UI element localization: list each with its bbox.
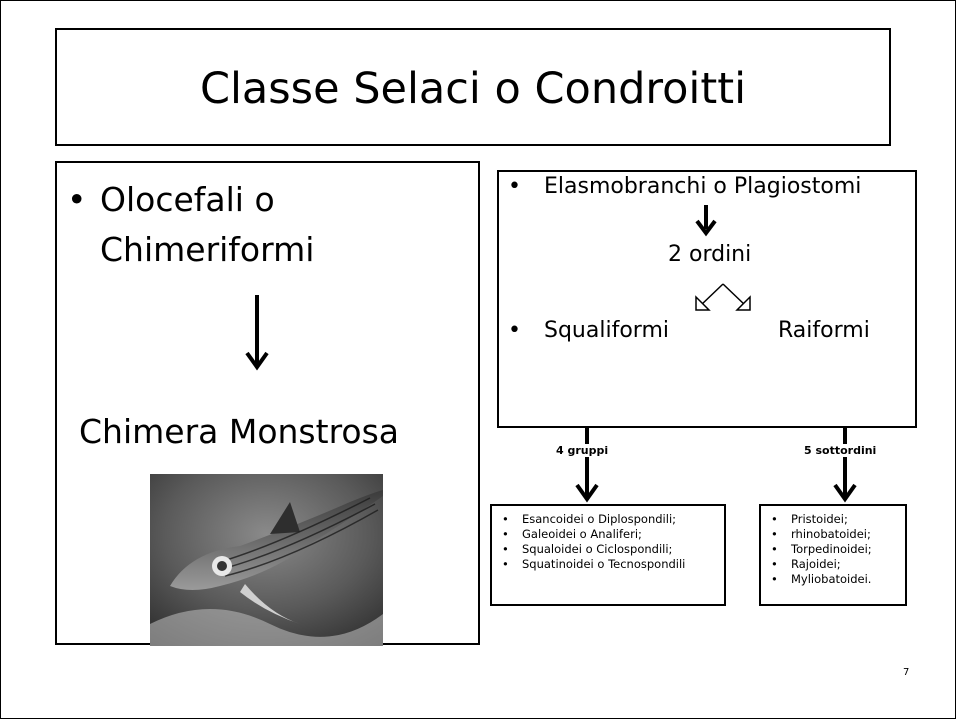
bullet: • xyxy=(508,318,521,343)
slide-title: Classe Selaci o Condroitti xyxy=(199,64,747,114)
page-number: 7 xyxy=(903,667,910,678)
title-box: Classe Selaci o Condroitti xyxy=(55,28,891,146)
down-arrow-icon xyxy=(245,295,269,371)
list-item: Myliobatoidei. xyxy=(767,572,903,587)
squaliformi-groups-box: Esancoidei o Diplospondili; Galeoidei o … xyxy=(490,504,726,606)
chimera-label: Chimera Monstrosa xyxy=(79,412,400,451)
list-item: rhinobatoidei; xyxy=(767,527,903,542)
list-item: Pristoidei; xyxy=(767,512,903,527)
groups-label: 4 gruppi xyxy=(556,444,609,457)
elasmobranchi-heading: Elasmobranchi o Plagiostomi xyxy=(544,174,862,199)
split-arrows-icon xyxy=(695,283,751,311)
raiformi-suborders-box: Pristoidei; rhinobatoidei; Torpedinoidei… xyxy=(759,504,907,606)
down-arrow-icon xyxy=(575,427,599,503)
down-arrow-icon xyxy=(695,205,717,237)
bullet: • xyxy=(67,180,87,219)
chimera-fish-image xyxy=(150,474,383,646)
list-item: Squaloidei o Ciclospondili; xyxy=(498,542,722,557)
list-item: Galeoidei o Analiferi; xyxy=(498,527,722,542)
list-item: Rajoidei; xyxy=(767,557,903,572)
squaliformi-label: Squaliformi xyxy=(544,318,669,343)
olocefali-heading: Olocefali o Chimeriformi xyxy=(100,180,315,269)
suborders-label: 5 sottordini xyxy=(804,444,877,457)
list-item: Squatinoidei o Tecnospondili xyxy=(498,557,722,572)
raiformi-label: Raiformi xyxy=(778,318,870,343)
bullet: • xyxy=(508,174,521,199)
down-arrow-icon xyxy=(833,427,857,503)
list-item: Esancoidei o Diplospondili; xyxy=(498,512,722,527)
list-item: Torpedinoidei; xyxy=(767,542,903,557)
orders-count: 2 ordini xyxy=(668,242,752,267)
